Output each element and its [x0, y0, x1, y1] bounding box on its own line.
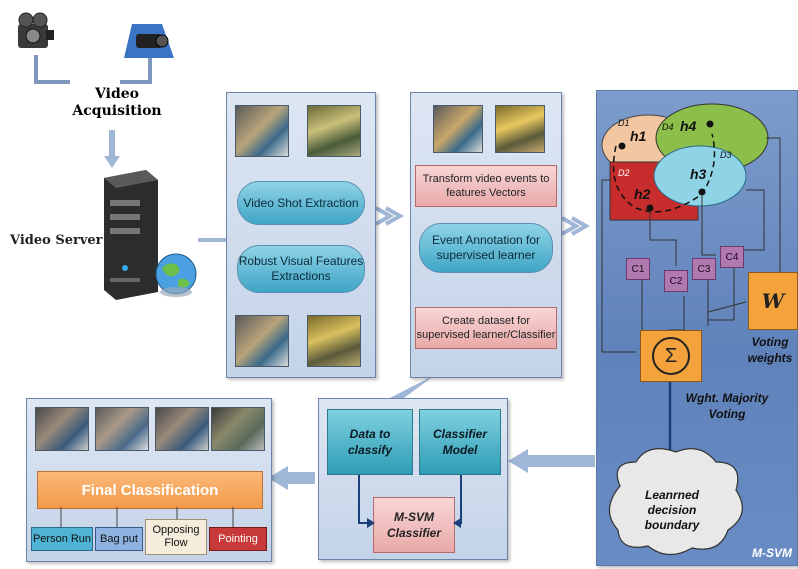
video-frame-thumbnail — [433, 105, 483, 153]
classifier-panel: Data to classify Classifier Model M-SVM … — [318, 398, 508, 560]
msvm-classifier-box: M-SVM Classifier — [373, 497, 455, 553]
camcorder-icon — [118, 20, 180, 60]
d2-label: D2 — [618, 168, 630, 178]
decision-boundary-label: Leanrned decision boundary — [644, 488, 700, 532]
server-label: Video Server — [10, 233, 103, 248]
event-annotation-panel: Transform video events to features Vecto… — [410, 92, 562, 378]
h4-label: h4 — [680, 118, 697, 134]
video-shot-extraction-step: Video Shot Extraction — [237, 181, 365, 225]
video-frame-thumbnail — [307, 315, 361, 367]
video-frame-thumbnail — [211, 407, 265, 451]
voting-weights-label: Voting weights — [747, 335, 793, 365]
msvm-corner-label: M-SVM — [752, 546, 792, 560]
wire — [649, 210, 677, 266]
point — [698, 188, 706, 196]
weights-box: W — [748, 272, 798, 330]
feature-extraction-step: Robust Visual Features Extractions — [237, 245, 365, 293]
transform-features-step: Transform video events to features Vecto… — [415, 165, 557, 207]
video-frame-thumbnail — [495, 105, 545, 153]
class-bag-put: Bag put — [95, 527, 143, 551]
classifier-connectors — [358, 475, 462, 528]
region-d3 — [653, 145, 747, 207]
classifier-c1: C1 — [626, 258, 650, 280]
d4-label: D4 — [662, 122, 674, 132]
video-frame-thumbnail — [235, 105, 289, 157]
weighted-voting-label: Wght. Majority Voting — [685, 391, 769, 421]
sigma-icon: Σ — [652, 337, 690, 375]
chevron-1b — [385, 206, 405, 226]
camera-icon — [12, 10, 56, 54]
decision-boundary-cloud — [608, 448, 743, 556]
acquisition-label: Video Acquisition — [72, 86, 162, 119]
h2-label: h2 — [634, 186, 651, 202]
final-classification-panel: Final Classification Person Run Bag put … — [26, 398, 272, 562]
shot-extraction-panel: Video Shot Extraction Robust Visual Feat… — [226, 92, 376, 378]
wire — [708, 266, 735, 321]
left-arrow-shaft-2 — [285, 472, 315, 484]
chevron-2b — [571, 216, 591, 236]
class-opposing-flow: Opposing Flow — [145, 519, 207, 555]
left-arrow-head-1 — [508, 449, 528, 473]
camera-link — [34, 55, 70, 84]
event-annotation-step: Event Annotation for supervised learner — [419, 223, 553, 273]
globe-icon — [152, 250, 200, 298]
classifier-c2: C2 — [664, 270, 688, 292]
video-frame-thumbnail — [235, 315, 289, 367]
wire — [707, 301, 747, 313]
wire — [601, 179, 636, 353]
class-person-run: Person Run — [31, 527, 93, 551]
h1-label: h1 — [630, 128, 647, 144]
wire — [756, 137, 781, 276]
left-arrow-head-2 — [268, 466, 288, 490]
left-arrow-shaft-1 — [525, 455, 595, 467]
d1-label: D1 — [618, 118, 630, 128]
create-dataset-step: Create dataset for supervised learner/Cl… — [415, 307, 557, 349]
h3-label: h3 — [690, 166, 707, 182]
down-arrow-head — [104, 156, 120, 168]
point — [706, 120, 714, 128]
class-pointing: Pointing — [209, 527, 267, 551]
data-to-classify-box: Data to classify — [327, 409, 413, 475]
w-label: W — [761, 289, 785, 313]
wire — [742, 189, 765, 251]
video-frame-thumbnail — [95, 407, 149, 451]
point — [618, 142, 626, 150]
wire — [701, 194, 716, 256]
video-frame-thumbnail — [307, 105, 361, 157]
chevron-1a — [375, 206, 395, 226]
wire — [668, 296, 685, 331]
classifier-c3: C3 — [692, 258, 716, 280]
camcorder-link — [120, 58, 152, 84]
video-frame-thumbnail — [155, 407, 209, 451]
chevron-2a — [561, 216, 581, 236]
final-classification-bar: Final Classification — [37, 471, 263, 509]
classifier-model-box: Classifier Model — [419, 409, 501, 475]
classifier-c4: C4 — [720, 246, 744, 268]
server-tower-icon — [100, 170, 162, 300]
d3-label: D3 — [720, 150, 732, 160]
point — [646, 204, 654, 212]
video-frame-thumbnail — [35, 407, 89, 451]
summation-box: Σ — [640, 330, 702, 382]
boundary-path — [612, 133, 716, 213]
